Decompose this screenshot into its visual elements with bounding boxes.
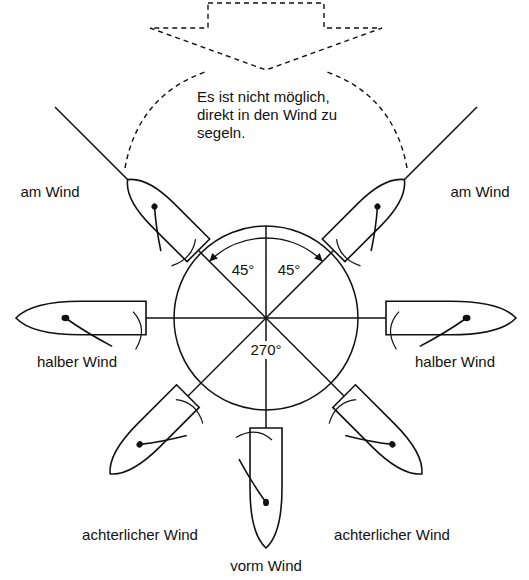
angle-arc	[209, 238, 266, 261]
boat	[236, 428, 282, 548]
angle-label: 270°	[247, 341, 284, 359]
course-circle	[174, 226, 358, 410]
course-label: halber Wind	[37, 353, 117, 371]
course-label: am Wind	[450, 183, 509, 201]
no-go-boundary	[125, 72, 205, 168]
course-lines	[55, 107, 477, 470]
arrow-head	[209, 253, 218, 262]
boat	[322, 168, 425, 271]
angle-arc	[266, 238, 323, 261]
note-text: Es ist nicht möglich, direkt in den Wind…	[197, 88, 367, 142]
course-label: am Wind	[20, 183, 79, 201]
boat	[99, 385, 209, 495]
boat	[106, 168, 209, 271]
course-label: vorm Wind	[230, 557, 302, 575]
wind-arrow	[150, 3, 382, 70]
boat	[323, 385, 433, 495]
boat	[16, 301, 146, 349]
angle-label: 45°	[278, 261, 301, 279]
angle-label: 45°	[232, 261, 255, 279]
boat	[386, 301, 516, 349]
no-go-boundary	[327, 72, 407, 168]
course-label: achterlicher Wind	[334, 526, 450, 544]
arrow-head	[314, 253, 323, 262]
course-label: achterlicher Wind	[82, 526, 198, 544]
course-label: halber Wind	[415, 353, 495, 371]
